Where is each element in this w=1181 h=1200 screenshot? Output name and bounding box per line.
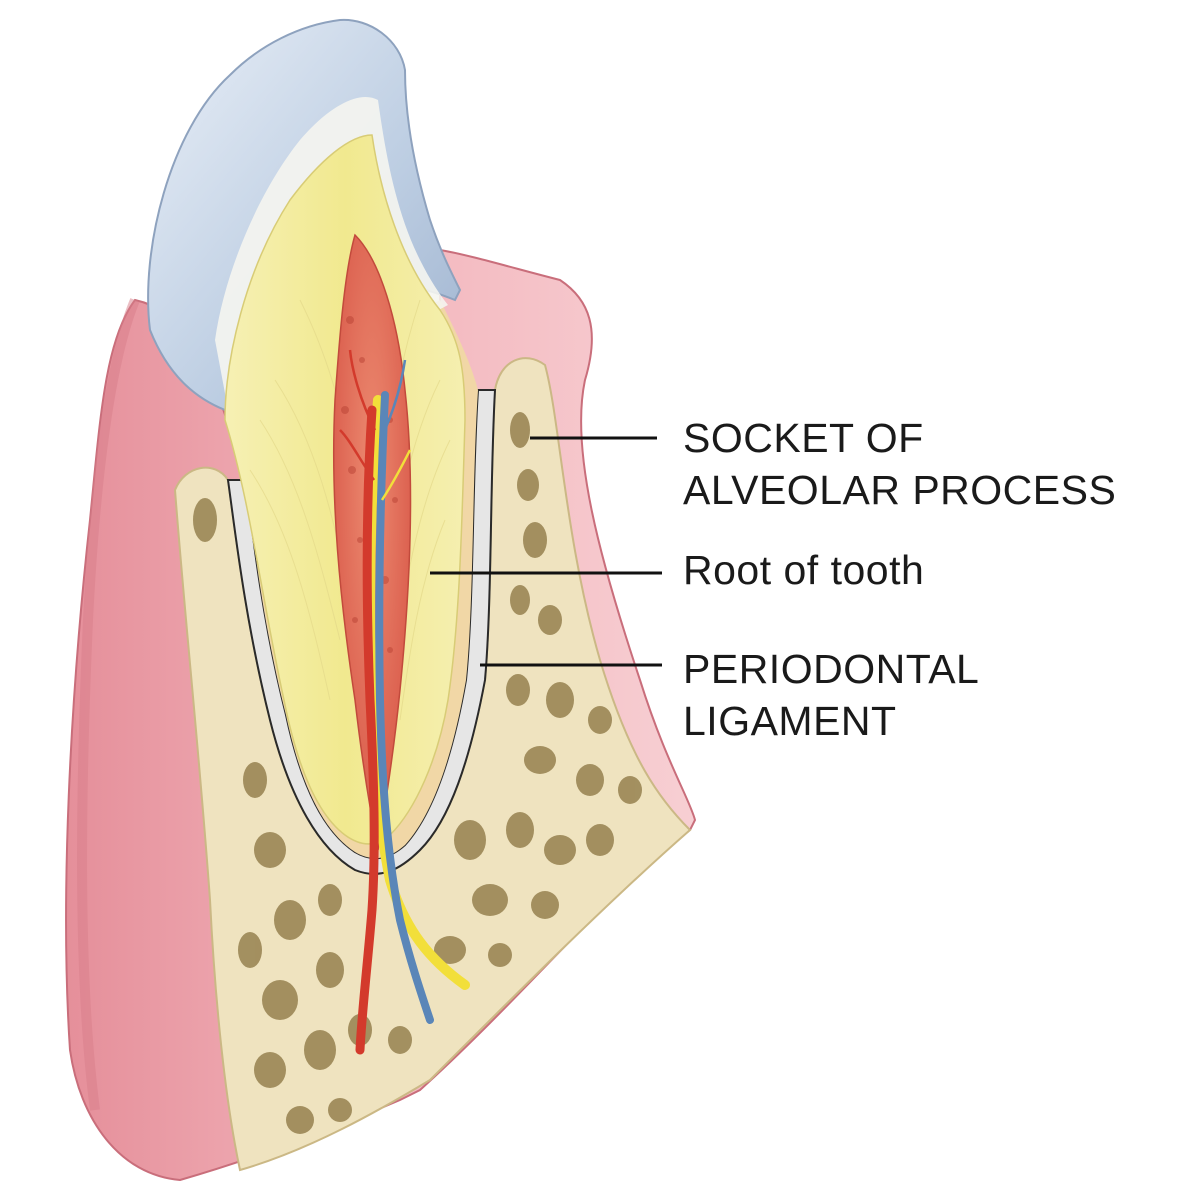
- label-ligament-line1: PERIODONTAL: [683, 646, 978, 692]
- artery: [355, 405, 379, 1055]
- label-socket-line2: ALVEOLAR PROCESS: [683, 467, 1116, 513]
- vessel-branches: [339, 349, 412, 501]
- label-socket-line1: SOCKET OF: [683, 415, 924, 461]
- label-ligament-line2: LIGAMENT: [683, 698, 897, 744]
- label-root: Root of tooth: [683, 547, 924, 593]
- label-ligament: PERIODONTAL LIGAMENT: [683, 646, 990, 744]
- gum-edge: [77, 298, 140, 1111]
- label-root-line1: Root of tooth: [683, 547, 924, 593]
- vein: [375, 391, 434, 1024]
- label-socket: SOCKET OF ALVEOLAR PROCESS: [683, 415, 1116, 513]
- bone-trabeculae: [193, 412, 642, 1134]
